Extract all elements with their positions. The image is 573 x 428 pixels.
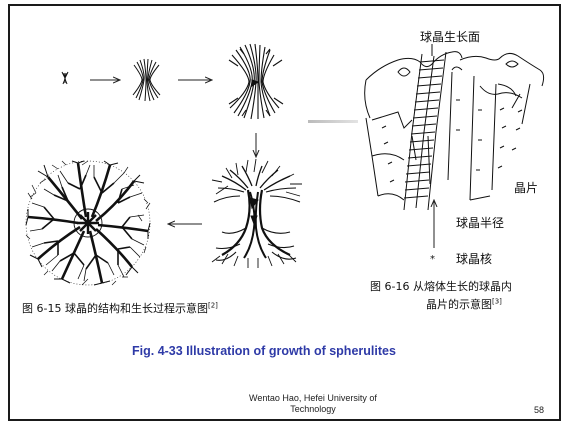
nucleus-mark: * [430, 254, 435, 265]
growth-stage-5-spherulite [26, 161, 150, 285]
right-figure-caption-line1: 图 6-16 从熔体生长的球晶内 [370, 278, 512, 294]
footer-line1: Wentao Hao, Hefei University of [224, 393, 402, 404]
label-nucleus: 球晶核 [456, 250, 492, 267]
growth-stage-1 [62, 72, 68, 84]
label-growth-surface: 球晶生长面 [420, 28, 480, 45]
growth-stage-4 [212, 159, 302, 268]
right-figure-caption-line2: 晶片的示意图[3] [426, 296, 502, 312]
right-caption-text: 晶片的示意图 [426, 298, 492, 311]
label-lamella: 晶片 [514, 179, 538, 196]
separator-bar [308, 120, 358, 123]
left-caption-text: 图 6-15 球晶的结构和生长过程示意图 [22, 302, 208, 315]
growth-stage-3 [229, 44, 283, 119]
page-number: 58 [534, 405, 544, 415]
growth-stage-2 [133, 59, 160, 101]
main-figure-caption: Fig. 4-33 Illustration of growth of sphe… [132, 344, 396, 358]
left-figure-caption: 图 6-15 球晶的结构和生长过程示意图[2] [22, 300, 218, 316]
footer-credit: Wentao Hao, Hefei University of Technolo… [224, 393, 402, 415]
footer-line2: Technology [224, 404, 402, 415]
left-caption-ref: [2] [208, 301, 218, 309]
right-caption-ref: [3] [492, 297, 502, 305]
label-radius: 球晶半径 [456, 214, 504, 231]
